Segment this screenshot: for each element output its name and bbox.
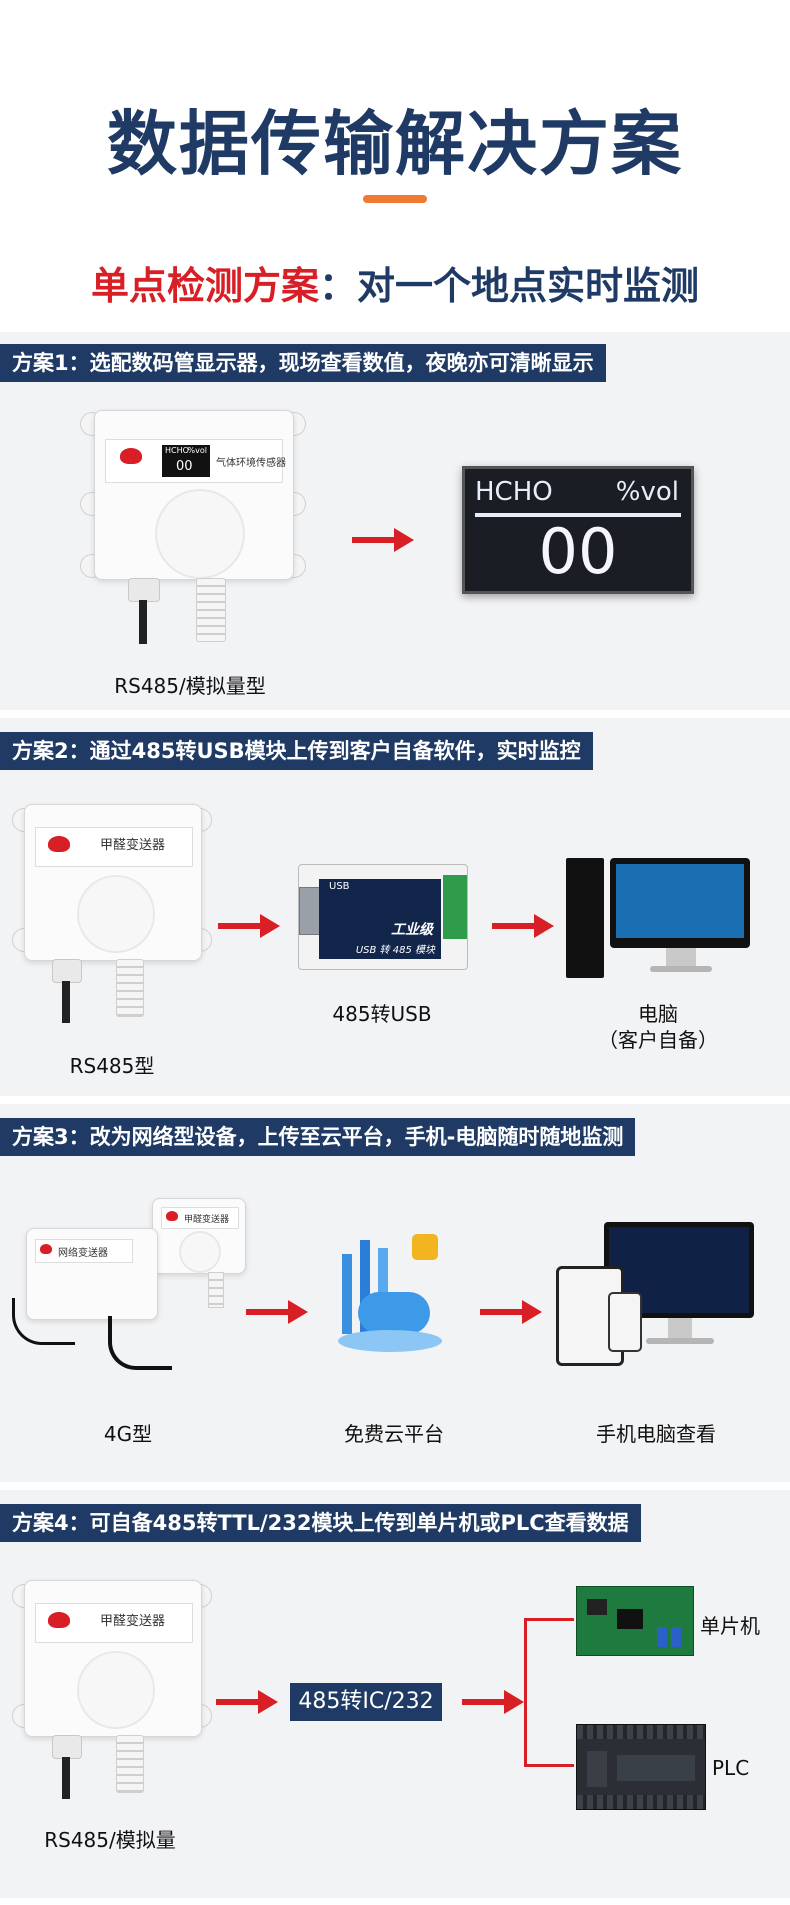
arrow-right-icon: [462, 1690, 524, 1714]
digital-display-panel: HCHO %vol 00: [462, 466, 694, 594]
plc-icon: [576, 1724, 706, 1810]
mcu-board-icon: [576, 1586, 694, 1656]
network-device-group: 甲醛变送器 网络变送器: [12, 1188, 252, 1388]
panel-unit: %vol: [615, 477, 679, 507]
pc-caption-1: 电脑: [638, 1002, 678, 1026]
section-4-device-caption: RS485/模拟量: [44, 1828, 176, 1852]
cloud-icon: [328, 1234, 458, 1364]
cloud-caption: 免费云平台: [344, 1422, 444, 1446]
subtitle-highlight: 单点检测方案: [90, 264, 319, 308]
section-4-banner: 方案4：可自备485转TTL/232模块上传到单片机或PLC查看数据: [0, 1504, 641, 1542]
target-plc: PLC: [712, 1756, 750, 1780]
pc-caption-2: （客户自备）: [598, 1028, 718, 1052]
section-1-device-caption: RS485/模拟量型: [114, 674, 266, 698]
section-1-banner: 方案1：选配数码管显示器，现场查看数值，夜晚亦可清晰显示: [0, 344, 606, 382]
arrow-right-icon: [246, 1300, 308, 1324]
arrow-right-icon: [352, 528, 414, 552]
arrow-right-icon: [492, 914, 554, 938]
branch-line: [524, 1618, 527, 1766]
page-title: 数据传输解决方案: [107, 103, 683, 185]
section-2-device-caption: RS485型: [69, 1054, 155, 1078]
section-2-banner: 方案2：通过485转USB模块上传到客户自备软件，实时监控: [0, 732, 593, 770]
arrow-right-icon: [218, 914, 280, 938]
section-1: 方案1：选配数码管显示器，现场查看数值，夜晚亦可清晰显示 HCHO %vol 0…: [0, 332, 790, 710]
panel-code: HCHO: [475, 477, 553, 507]
module-caption: 485转USB: [332, 1002, 432, 1026]
converter-label: 485转IC/232: [290, 1683, 442, 1721]
section-3: 方案3：改为网络型设备，上传至云平台，手机-电脑随时随地监测 甲醛变送器 网络变…: [0, 1104, 790, 1482]
sensor-device: 甲醛变送器: [12, 1580, 212, 1799]
panel-value: 00: [538, 515, 618, 588]
computer-icon: [566, 858, 750, 984]
view-caption: 手机电脑查看: [596, 1422, 716, 1446]
usb-converter-module: USB 工业级 USB 转 485 模块: [298, 864, 468, 970]
sensor-device: HCHO %vol 00 气体环境传感器: [78, 410, 308, 644]
sensor-mini-display: HCHO %vol 00: [162, 445, 210, 477]
phone-computer-icon: [556, 1222, 756, 1372]
section-3-banner: 方案3：改为网络型设备，上传至云平台，手机-电脑随时随地监测: [0, 1118, 636, 1156]
page-subtitle: 单点检测方案：对一个地点实时监测: [0, 255, 790, 310]
target-mcu: 单片机: [700, 1614, 760, 1638]
sensor-device: 甲醛变送器: [12, 804, 212, 1023]
arrow-right-icon: [216, 1690, 278, 1714]
arrow-right-icon: [480, 1300, 542, 1324]
section-3-device-caption: 4G型: [103, 1422, 153, 1446]
title-underline: [363, 195, 427, 203]
section-4: 方案4：可自备485转TTL/232模块上传到单片机或PLC查看数据 甲醛变送器…: [0, 1490, 790, 1898]
subtitle-rest: ：对一个地点实时监测: [319, 264, 700, 308]
section-2: 方案2：通过485转USB模块上传到客户自备软件，实时监控 甲醛变送器 RS48…: [0, 718, 790, 1096]
